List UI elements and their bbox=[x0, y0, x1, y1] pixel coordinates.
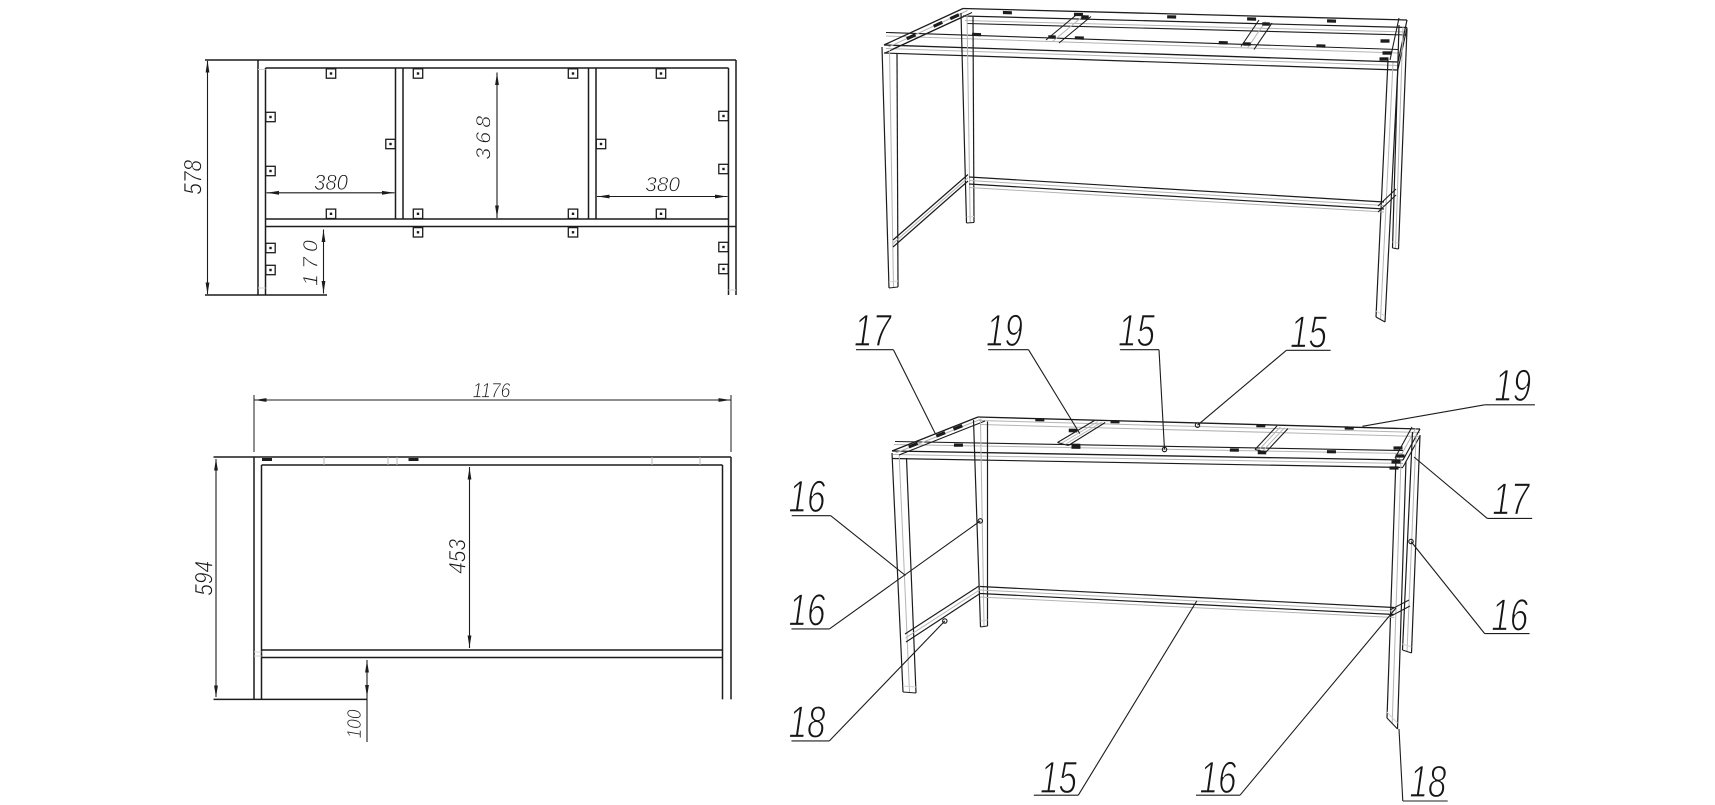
svg-text:380: 380 bbox=[314, 170, 349, 195]
svg-text:453: 453 bbox=[445, 538, 472, 574]
svg-text:380: 380 bbox=[645, 172, 680, 196]
svg-text:19: 19 bbox=[1494, 360, 1531, 411]
svg-text:15: 15 bbox=[1118, 305, 1156, 356]
svg-text:578: 578 bbox=[180, 160, 208, 195]
svg-text:368: 368 bbox=[472, 116, 496, 160]
svg-text:16: 16 bbox=[1491, 590, 1529, 641]
svg-text:594: 594 bbox=[191, 561, 219, 596]
svg-text:19: 19 bbox=[986, 305, 1023, 356]
svg-text:18: 18 bbox=[789, 697, 826, 748]
svg-text:16: 16 bbox=[789, 585, 827, 636]
svg-text:18: 18 bbox=[1409, 756, 1446, 805]
svg-text:17: 17 bbox=[1492, 474, 1530, 525]
svg-text:170: 170 bbox=[299, 240, 323, 286]
svg-text:15: 15 bbox=[1290, 307, 1328, 358]
svg-text:1176: 1176 bbox=[473, 380, 511, 403]
svg-text:100: 100 bbox=[343, 709, 366, 738]
svg-text:17: 17 bbox=[854, 305, 892, 356]
svg-text:16: 16 bbox=[789, 471, 827, 522]
